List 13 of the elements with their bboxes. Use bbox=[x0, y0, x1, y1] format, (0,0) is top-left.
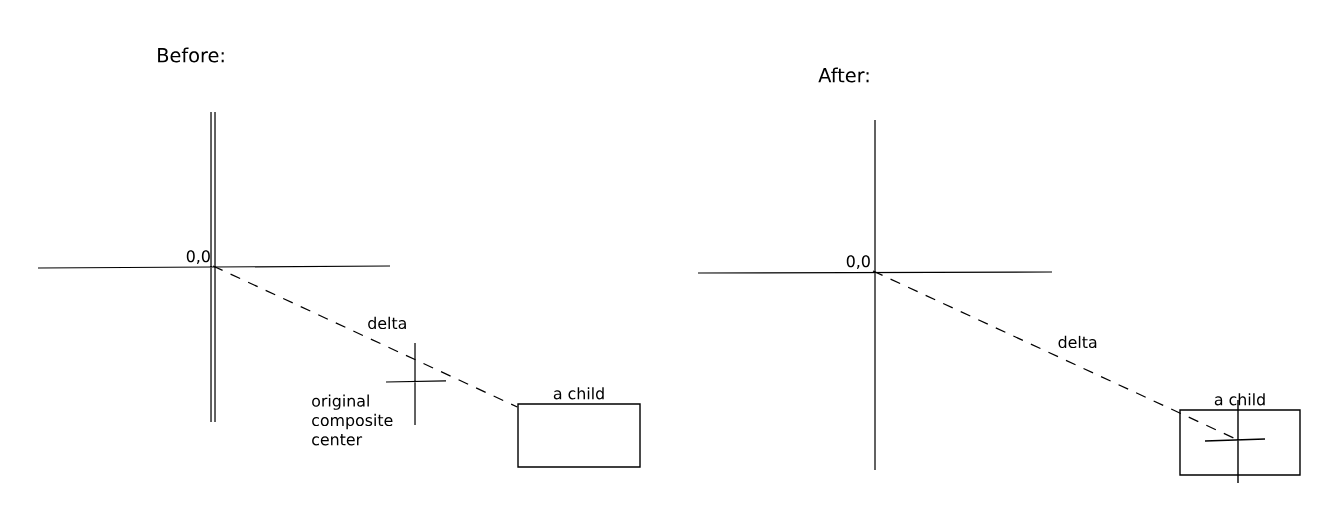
child-box: a child bbox=[1179, 393, 1301, 476]
edge-label: delta bbox=[1055, 334, 1100, 350]
panel-title: Before: bbox=[158, 47, 224, 63]
panel-title: After: bbox=[818, 67, 869, 83]
origin-label: 0,0 bbox=[846, 255, 870, 269]
dashed-line bbox=[212, 265, 518, 408]
note-text: original composite center bbox=[312, 394, 393, 446]
edge-label: delta bbox=[365, 315, 410, 331]
dashed-line bbox=[872, 270, 1239, 441]
node-label: a child bbox=[553, 387, 604, 400]
node-label: a child bbox=[1214, 393, 1265, 406]
child-box: a child bbox=[517, 387, 641, 468]
origin-label: 0,0 bbox=[186, 250, 210, 264]
